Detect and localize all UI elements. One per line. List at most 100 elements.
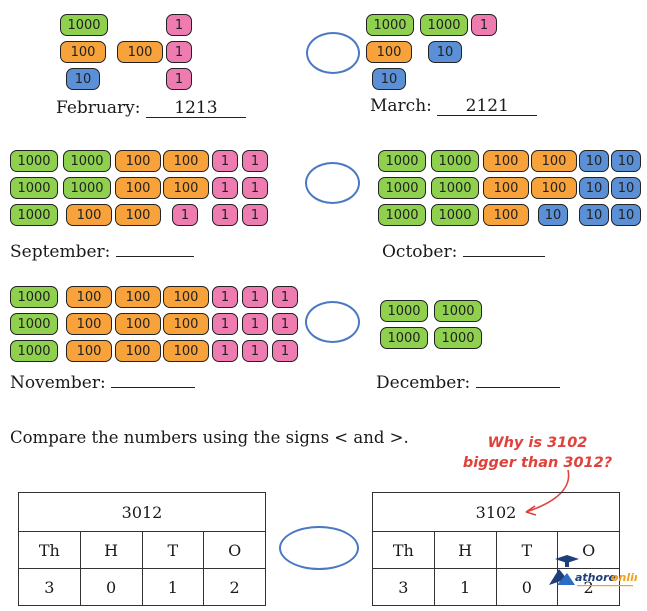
- hundred-block: 100: [115, 150, 161, 172]
- thousand-block: 1000: [420, 14, 468, 36]
- one-block: 1: [212, 286, 238, 308]
- thousand-block: 1000: [434, 300, 482, 322]
- one-block: 1: [242, 150, 268, 172]
- ten-block: 10: [611, 177, 641, 199]
- one-block: 1: [242, 340, 268, 362]
- hundred-block: 100: [66, 204, 112, 226]
- compare-circle-1[interactable]: [306, 32, 360, 74]
- header-tens: T: [141, 531, 205, 569]
- thousand-block: 1000: [10, 204, 58, 226]
- november-label: November:: [10, 369, 196, 393]
- one-block: 1: [166, 14, 192, 36]
- month-name: October:: [382, 242, 458, 262]
- thousand-block: 1000: [10, 313, 58, 335]
- hundred-block: 100: [115, 204, 161, 226]
- ten-block: 10: [428, 41, 462, 63]
- header-thousands: Th: [18, 531, 81, 569]
- thousand-block: 1000: [63, 150, 111, 172]
- compare-circle-3[interactable]: [305, 301, 360, 343]
- digit-ones: 2: [557, 568, 620, 606]
- one-block: 1: [242, 204, 268, 226]
- compare-circle-4[interactable]: [279, 526, 359, 570]
- november-answer[interactable]: [111, 369, 196, 388]
- hundred-block: 100: [163, 313, 209, 335]
- one-block: 1: [272, 286, 298, 308]
- digit-hundreds: 1: [433, 568, 497, 606]
- hundred-block: 100: [115, 286, 161, 308]
- table-number: 3012: [18, 492, 266, 532]
- september-label: September:: [10, 238, 194, 262]
- hundred-block: 100: [163, 340, 209, 362]
- thousand-block: 1000: [378, 204, 426, 226]
- one-block: 1: [272, 340, 298, 362]
- ten-block: 10: [579, 204, 609, 226]
- thousand-block: 1000: [366, 14, 414, 36]
- place-value-table-right: 3102 Th H T O 3 1 0 2: [372, 492, 620, 606]
- october-label: October:: [382, 238, 545, 262]
- digit-thousands: 3: [372, 568, 435, 606]
- digit-tens: 0: [495, 568, 559, 606]
- thousand-block: 1000: [10, 150, 58, 172]
- hundred-block: 100: [115, 340, 161, 362]
- digit-hundreds: 0: [79, 568, 143, 606]
- digit-ones: 2: [203, 568, 266, 606]
- ten-block: 10: [611, 204, 641, 226]
- header-ones: O: [203, 531, 266, 569]
- hundred-block: 100: [66, 286, 112, 308]
- month-name: September:: [10, 242, 111, 262]
- ten-block: 10: [579, 150, 609, 172]
- watermark-logo: athore online: [549, 555, 637, 587]
- compare-circle-2[interactable]: [305, 162, 360, 204]
- march-label: March: 2121: [370, 96, 538, 116]
- one-block: 1: [212, 177, 238, 199]
- september-answer[interactable]: [115, 238, 194, 257]
- thousand-block: 1000: [434, 327, 482, 349]
- thousand-block: 1000: [431, 204, 479, 226]
- one-block: 1: [242, 177, 268, 199]
- thousand-block: 1000: [378, 177, 426, 199]
- march-answer[interactable]: 2121: [437, 97, 538, 116]
- thousand-block: 1000: [10, 340, 58, 362]
- thousand-block: 1000: [60, 14, 108, 36]
- thousand-block: 1000: [10, 286, 58, 308]
- ten-block: 10: [611, 150, 641, 172]
- one-block: 1: [166, 68, 192, 90]
- header-hundreds: H: [433, 531, 497, 569]
- one-block: 1: [172, 204, 198, 226]
- header-thousands: Th: [372, 531, 435, 569]
- one-block: 1: [212, 204, 238, 226]
- one-block: 1: [212, 150, 238, 172]
- callout-line-2: bigger than 3012?: [462, 455, 613, 471]
- svg-text:online: online: [611, 571, 637, 584]
- hundred-block: 100: [483, 150, 529, 172]
- february-answer[interactable]: 1213: [145, 99, 246, 118]
- thousand-block: 1000: [63, 177, 111, 199]
- thousand-block: 1000: [10, 177, 58, 199]
- one-block: 1: [242, 286, 268, 308]
- december-label: December:: [376, 369, 560, 393]
- place-value-table-left: 3012 Th H T O 3 0 1 2: [18, 492, 266, 606]
- ten-block: 10: [372, 68, 406, 90]
- thousand-block: 1000: [431, 177, 479, 199]
- callout-note: Why is 3102 bigger than 3012?: [460, 433, 615, 473]
- ten-block: 10: [66, 68, 100, 90]
- hundred-block: 100: [163, 177, 209, 199]
- one-block: 1: [212, 313, 238, 335]
- thousand-block: 1000: [380, 327, 428, 349]
- october-answer[interactable]: [462, 238, 545, 257]
- header-hundreds: H: [79, 531, 143, 569]
- ten-block: 10: [579, 177, 609, 199]
- hundred-block: 100: [163, 150, 209, 172]
- thousand-block: 1000: [380, 300, 428, 322]
- callout-line-1: Why is 3102: [487, 435, 588, 451]
- thousand-block: 1000: [431, 150, 479, 172]
- hundred-block: 100: [531, 150, 577, 172]
- december-answer[interactable]: [475, 369, 560, 388]
- hundred-block: 100: [483, 204, 529, 226]
- hundred-block: 100: [115, 177, 161, 199]
- one-block: 1: [471, 14, 497, 36]
- digit-thousands: 3: [18, 568, 81, 606]
- one-block: 1: [272, 313, 298, 335]
- one-block: 1: [242, 313, 268, 335]
- table-number: 3102: [372, 492, 620, 532]
